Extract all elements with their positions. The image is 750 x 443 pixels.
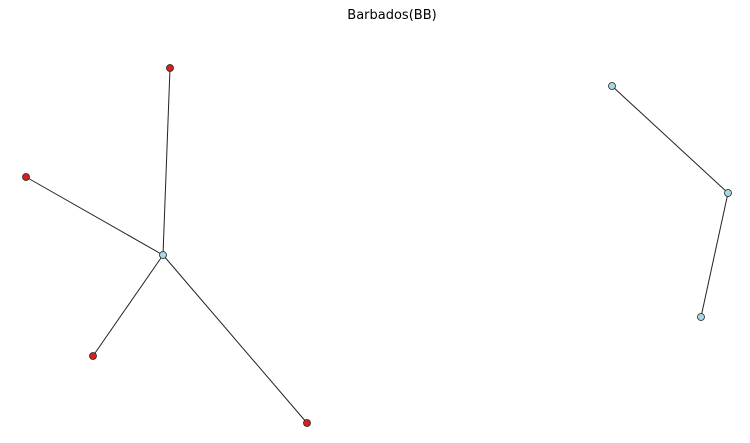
node-leaf-bottom-left — [89, 352, 97, 360]
edge-hub-left-leaf-bottom-right — [162, 254, 308, 424]
node-leaf-top — [166, 64, 174, 72]
node-leaf-left — [22, 173, 30, 181]
edge-hub-left-leaf-left — [25, 176, 164, 256]
edge-hub-left-leaf-top — [162, 67, 171, 256]
edge-node-right-mid-node-right-bottom — [700, 192, 729, 318]
node-node-right-mid — [724, 189, 732, 197]
edge-hub-left-leaf-bottom-left — [92, 254, 164, 357]
node-node-right-bottom — [697, 313, 705, 321]
edges-layer — [25, 67, 729, 424]
edge-node-right-top-node-right-mid — [611, 85, 729, 194]
node-leaf-bottom-right — [303, 419, 311, 427]
node-hub-left — [159, 251, 167, 259]
nodes-layer — [22, 64, 732, 427]
node-node-right-top — [608, 82, 616, 90]
graph-title: Barbados(BB) — [347, 8, 437, 23]
